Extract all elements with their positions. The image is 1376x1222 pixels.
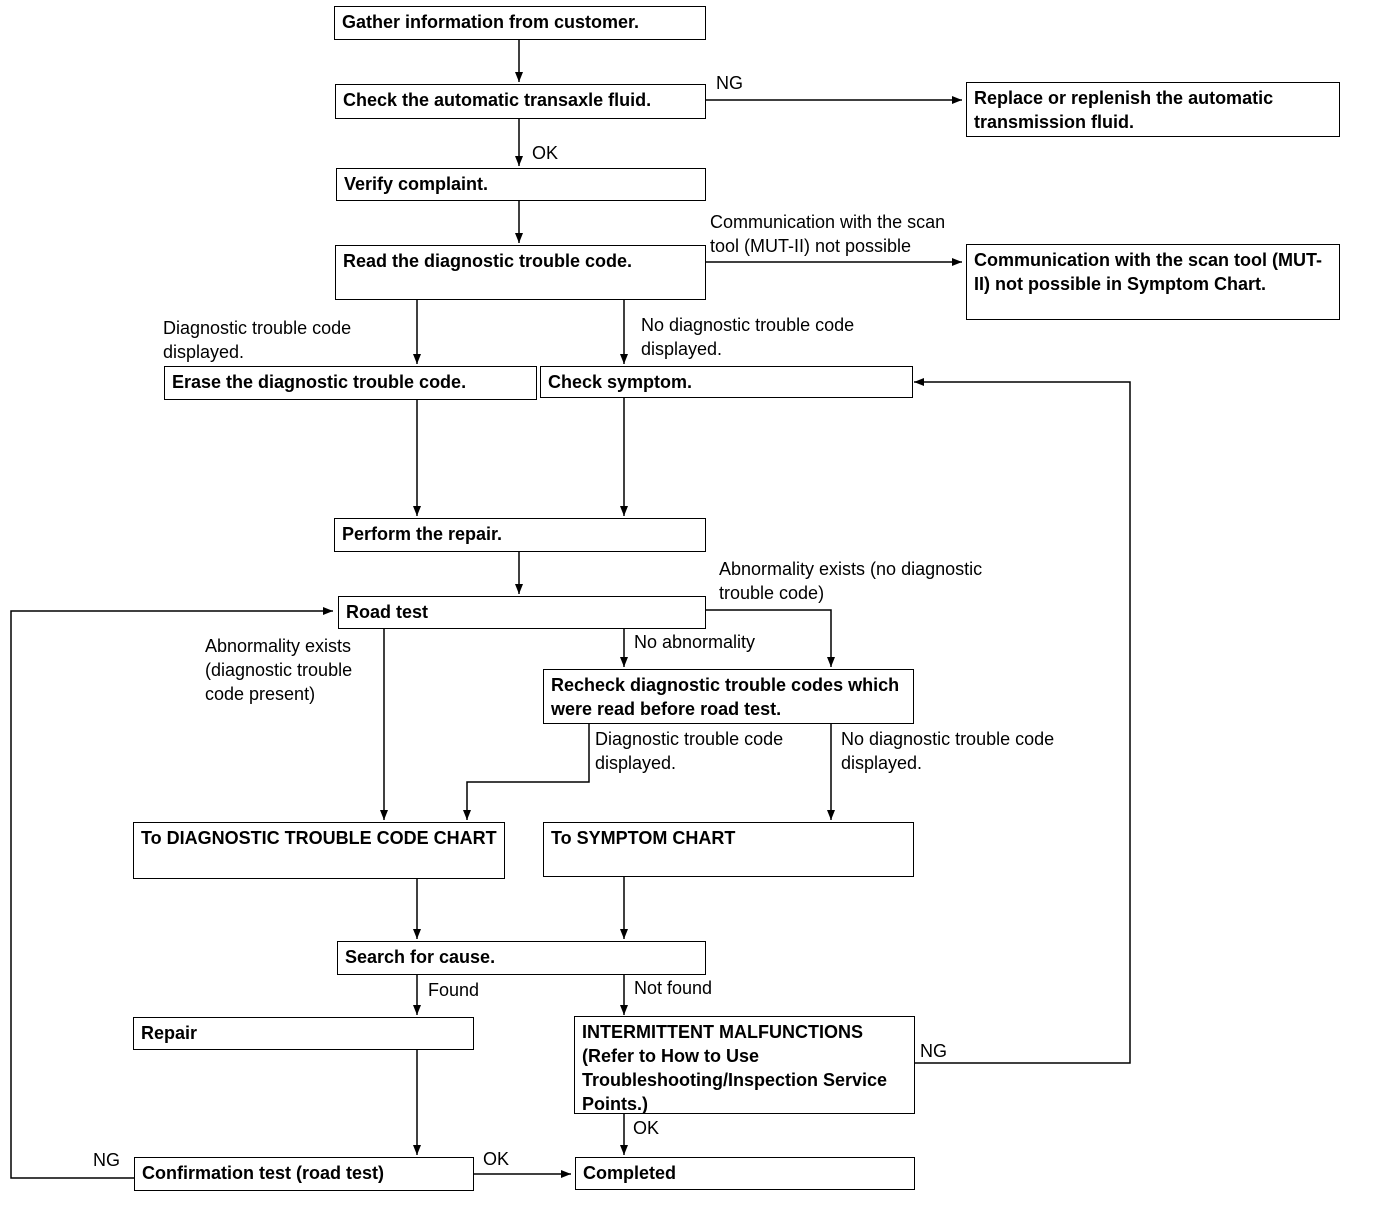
box-verify-complaint: Verify complaint. <box>336 168 706 201</box>
box-to-symptom-chart: To SYMPTOM CHART <box>543 822 914 877</box>
box-erase-dtc: Erase the diagnostic trouble code. <box>164 366 537 400</box>
label-comm-not-possible: Communication with the scan tool (MUT-II… <box>710 212 946 256</box>
label-intermittent-ng: NG <box>920 1041 947 1061</box>
arrow-confirmation-ng-to-road-test <box>10 607 333 1179</box>
label-not-found: Not found <box>634 978 713 998</box>
label-confirmation-ng: NG <box>93 1150 120 1170</box>
box-comm-not-possible-chart: Communication with the scan tool (MUT-II… <box>966 244 1340 320</box>
box-confirmation-test: Confirmation test (road test) <box>134 1157 474 1191</box>
label-dtc-displayed: Diagnostic trouble code displayed. <box>163 318 352 362</box>
box-gather-information: Gather information from customer. <box>334 6 706 40</box>
label-recheck-dtc-displayed: Diagnostic trouble code displayed. <box>595 729 784 773</box>
label-confirmation-ok: OK <box>483 1149 510 1169</box>
box-recheck-dtc: Recheck diagnostic trouble codes which w… <box>543 669 914 724</box>
box-perform-repair: Perform the repair. <box>334 518 706 552</box>
box-check-fluid: Check the automatic transaxle fluid. <box>335 84 706 119</box>
label-fluid-ng: NG <box>716 73 743 93</box>
box-read-dtc: Read the diagnostic trouble code. <box>335 245 706 300</box>
box-completed: Completed <box>575 1157 915 1190</box>
box-to-dtc-chart: To DIAGNOSTIC TROUBLE CODE CHART <box>133 822 505 879</box>
label-recheck-no-dtc-displayed: No diagnostic trouble code displayed. <box>841 729 1055 773</box>
box-check-symptom: Check symptom. <box>540 366 913 398</box>
label-abnormality-no-dtc: Abnormality exists (no diagnostic troubl… <box>719 559 983 603</box>
box-intermittent-malfunctions: INTERMITTENT MALFUNCTIONS (Refer to How … <box>574 1016 915 1114</box>
label-fluid-ok: OK <box>532 143 559 163</box>
box-replace-fluid: Replace or replenish the automatic trans… <box>966 82 1340 137</box>
box-road-test: Road test <box>338 596 706 629</box>
arrow-road-test-to-recheck-abnormality <box>706 609 835 667</box>
box-repair: Repair <box>133 1017 474 1050</box>
label-found: Found <box>428 980 480 1000</box>
box-search-cause: Search for cause. <box>337 941 706 975</box>
label-no-abnormality: No abnormality <box>634 632 756 652</box>
arrow-intermittent-ng-to-check-symptom <box>914 378 1131 1064</box>
label-no-dtc-displayed: No diagnostic trouble code displayed. <box>641 315 855 359</box>
label-intermittent-ok: OK <box>633 1118 660 1138</box>
label-abnormality-dtc-present: Abnormality exists (diagnostic trouble c… <box>205 636 353 704</box>
arrow-recheck-to-dtc-chart <box>463 724 590 820</box>
